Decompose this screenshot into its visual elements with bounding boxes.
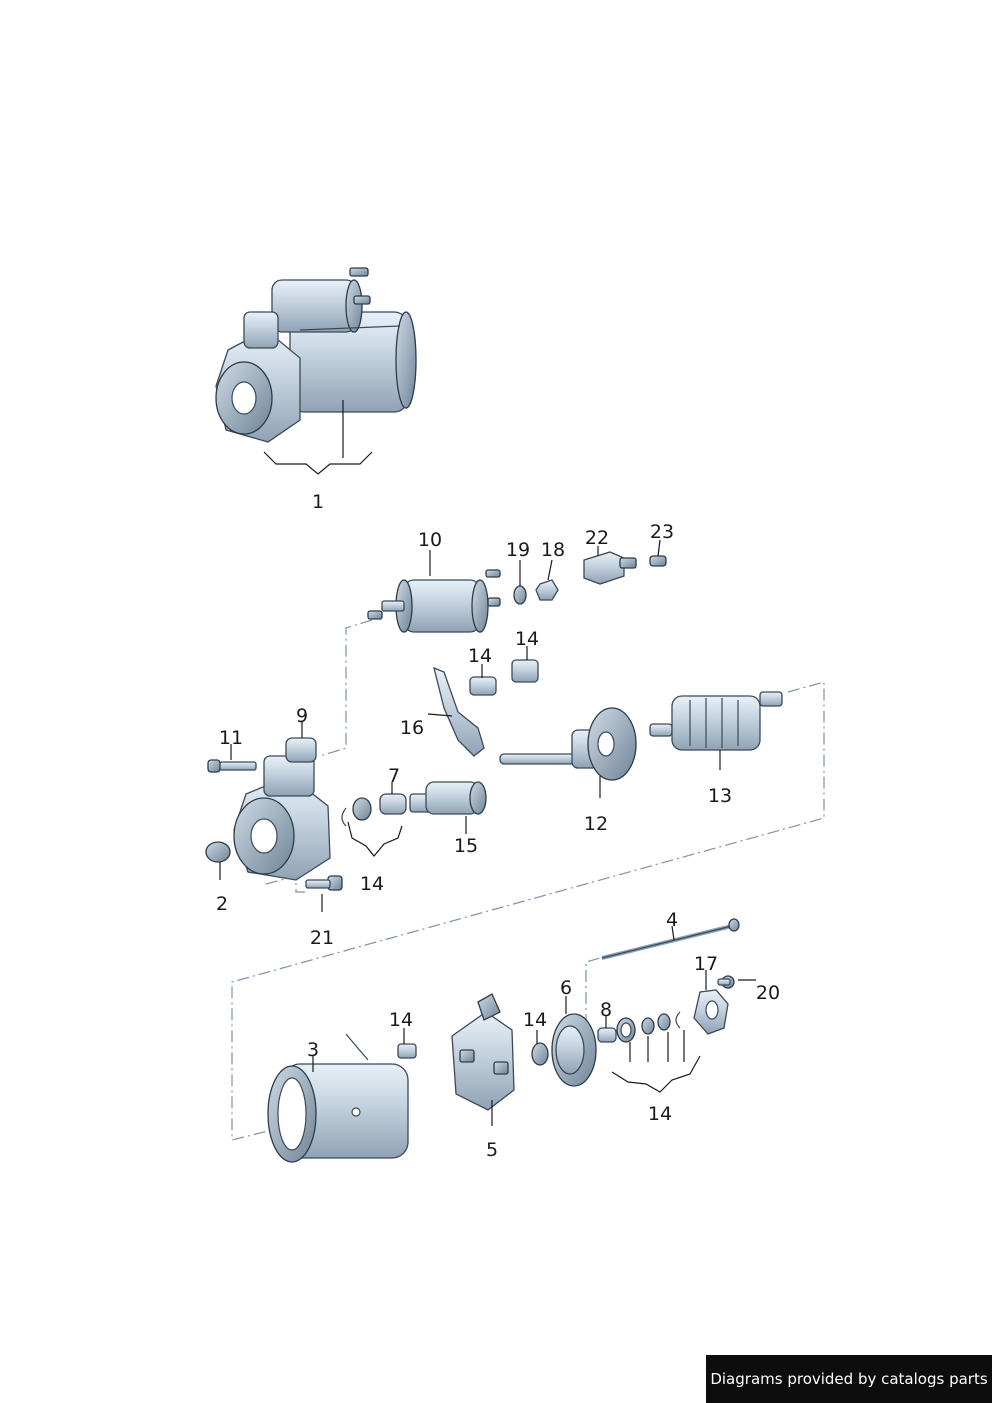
part-6-commutator-end-cap xyxy=(551,1013,597,1087)
part-12-drive-shaft-gear xyxy=(499,707,637,781)
part-14-block xyxy=(511,659,539,683)
solenoid-switch xyxy=(367,569,501,633)
callout-14e: 14 xyxy=(523,1009,547,1031)
part-21-bolt xyxy=(305,875,343,891)
part-14-washer xyxy=(531,1042,549,1066)
callout-17: 17 xyxy=(694,953,718,975)
part-11-bolt xyxy=(207,759,257,773)
callout-6: 6 xyxy=(560,977,572,999)
part-14-ring-4 xyxy=(675,1011,681,1029)
callout-14f: 14 xyxy=(648,1103,672,1125)
starter-assembly xyxy=(215,267,417,443)
part-3-stator-housing xyxy=(267,1033,409,1163)
part-5-brush-holder xyxy=(451,993,515,1111)
part-14-ring-3 xyxy=(657,1013,671,1031)
part-9-drive-end-bracket xyxy=(233,737,331,881)
callout-14d: 14 xyxy=(389,1009,413,1031)
part-14-ring-2 xyxy=(641,1017,655,1035)
callout-15: 15 xyxy=(454,835,478,857)
part-18-nut xyxy=(535,579,559,601)
callout-14c: 14 xyxy=(360,873,384,895)
callout-7: 7 xyxy=(388,765,400,787)
part-15-pinion-drive xyxy=(409,781,487,815)
part-7-bushing xyxy=(379,793,407,815)
part-16-fork-lever xyxy=(433,666,485,757)
part-14-ring xyxy=(352,797,372,821)
callout-13: 13 xyxy=(708,785,732,807)
callout-2: 2 xyxy=(216,893,228,915)
part-23-screw xyxy=(649,555,667,567)
part-4-through-bolt xyxy=(601,918,740,960)
callout-22: 22 xyxy=(585,527,609,549)
callout-8: 8 xyxy=(600,999,612,1021)
callout-12: 12 xyxy=(584,813,608,835)
part-19-ring xyxy=(513,585,527,605)
part-14-clip xyxy=(397,1043,417,1059)
callout-23: 23 xyxy=(650,521,674,543)
part-14-circlip xyxy=(341,807,347,827)
callout-9: 9 xyxy=(296,705,308,727)
part-20-screw xyxy=(717,975,735,989)
part-14-holder xyxy=(469,676,497,696)
callout-14a: 14 xyxy=(468,645,492,667)
callout-16: 16 xyxy=(400,717,424,739)
callout-20: 20 xyxy=(756,982,780,1004)
part-17-bearing-cap xyxy=(693,989,729,1035)
callout-19: 19 xyxy=(506,539,530,561)
callout-3: 3 xyxy=(307,1039,319,1061)
callout-1: 1 xyxy=(312,491,324,513)
callout-5: 5 xyxy=(486,1139,498,1161)
callout-18: 18 xyxy=(541,539,565,561)
part-2-bushing xyxy=(205,841,231,863)
credit-banner: Diagrams provided by catalogs parts xyxy=(706,1355,992,1403)
part-13-armature xyxy=(649,691,783,751)
credit-text: Diagrams provided by catalogs parts xyxy=(710,1370,988,1388)
callout-21: 21 xyxy=(310,927,334,949)
part-22-connector xyxy=(583,551,637,585)
callout-10: 10 xyxy=(418,529,442,551)
callout-14b: 14 xyxy=(515,628,539,650)
callout-4: 4 xyxy=(666,909,678,931)
part-8-bushing xyxy=(597,1027,617,1043)
callout-11: 11 xyxy=(219,727,243,749)
